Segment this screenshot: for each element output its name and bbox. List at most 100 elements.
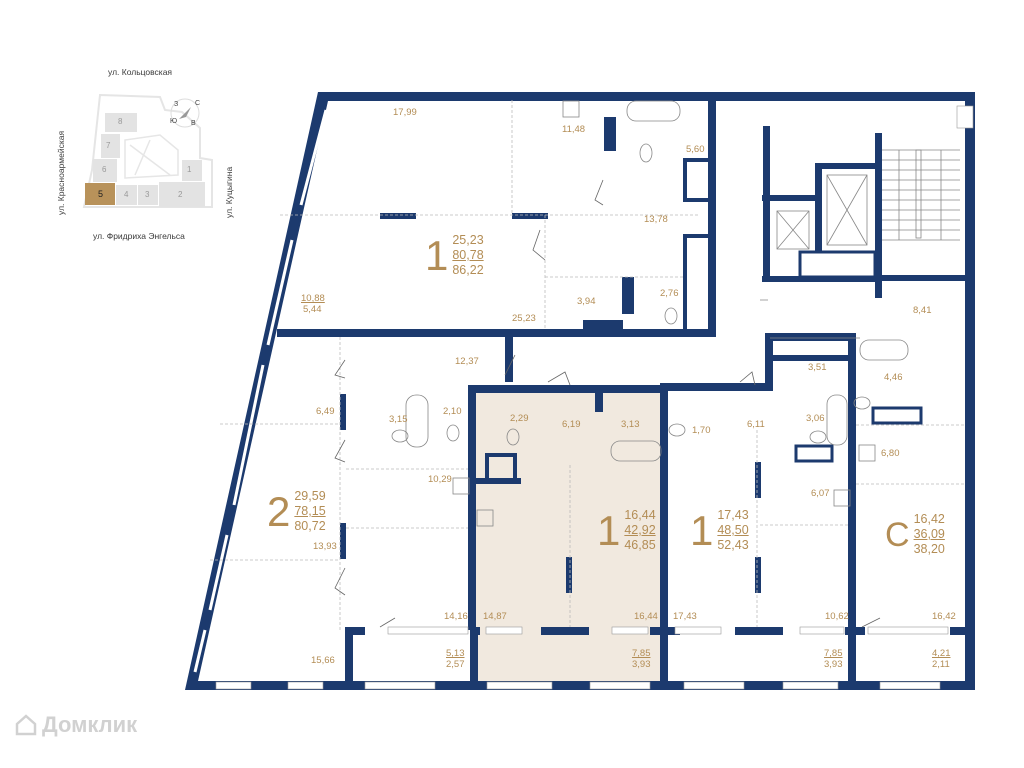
compass-s: Ю <box>170 118 178 125</box>
room-area: 2,76 <box>660 288 679 299</box>
room-area: 6,11 <box>747 419 765 430</box>
total-with-balcony: 52,43 <box>717 538 749 552</box>
room-area: 6,80 <box>881 448 900 459</box>
total-area: 42,92 <box>624 523 656 537</box>
apartment-type: С <box>885 515 910 554</box>
building-2-label: 2 <box>178 190 183 199</box>
site-building-8 <box>105 113 137 132</box>
compass <box>170 98 200 128</box>
balcony-area: 7,85 <box>632 648 651 659</box>
room-boundaries <box>210 100 965 630</box>
living-area: 16,44 <box>624 508 656 522</box>
room-area: 5,60 <box>686 144 705 155</box>
site-building-7 <box>101 134 120 158</box>
site-building-3 <box>138 185 158 205</box>
balcony-area: 5,13 <box>446 648 465 659</box>
compass-w: З <box>174 101 179 108</box>
apartment-type: 2 <box>267 487 291 535</box>
watermark-text: Домклик <box>42 712 138 737</box>
stove-icon <box>858 444 876 462</box>
site-building-6 <box>93 159 117 182</box>
toilet-icon <box>853 396 871 410</box>
site-building-4 <box>116 185 137 205</box>
room-area: 17,99 <box>393 107 417 118</box>
toilet-icon <box>664 307 678 325</box>
bathtub-icon <box>405 394 429 448</box>
bathtub-icon <box>859 339 909 361</box>
toilet-icon <box>668 423 686 437</box>
site-building-2 <box>159 182 205 207</box>
site-building-1 <box>182 160 202 181</box>
room-area: 11,48 <box>562 124 586 135</box>
fixtures <box>391 100 960 527</box>
balcony-area: 7,85 <box>824 648 843 659</box>
building-4-label: 4 <box>124 190 129 199</box>
room-area: 2,29 <box>510 413 529 424</box>
bathtub-icon <box>626 100 681 122</box>
room-area: 6,07 <box>811 488 830 499</box>
room-area: 3,15 <box>389 414 408 425</box>
room-area: 13,93 <box>313 541 337 552</box>
balcony-reduced-area: 5,44 <box>303 304 322 315</box>
windows <box>215 105 974 690</box>
room-area: 15,66 <box>311 655 335 666</box>
balcony-area: 4,21 <box>932 648 951 659</box>
room-area: 8,41 <box>913 305 932 316</box>
total-with-balcony: 38,20 <box>913 542 945 556</box>
room-area: 16,42 <box>932 611 956 622</box>
balcony-reduced-area: 2,57 <box>446 659 465 670</box>
room-area: 2,10 <box>443 406 462 417</box>
room-area: 14,16 <box>444 611 468 622</box>
room-area: 12,37 <box>455 356 479 367</box>
total-with-balcony: 46,85 <box>624 538 656 552</box>
house-icon <box>15 714 37 736</box>
balcony-reduced-area: 3,93 <box>824 659 843 670</box>
balcony-reduced-area: 2,11 <box>932 659 950 670</box>
street-south: ул. Фридриха Энгельса <box>93 231 185 241</box>
total-area: 78,15 <box>294 504 326 518</box>
building-1-label: 1 <box>187 165 192 174</box>
room-area: 1,70 <box>692 425 711 436</box>
balcony-reduced-area: 3,93 <box>632 659 651 670</box>
slanted-windows <box>193 109 328 673</box>
compass-e: В <box>191 120 196 127</box>
elevator-large-icon <box>826 174 868 246</box>
total-with-balcony: 80,72 <box>294 519 326 533</box>
apartment-type: 1 <box>425 231 449 279</box>
sink-icon <box>639 143 653 163</box>
room-area: 3,13 <box>621 419 640 430</box>
room-area: 3,94 <box>577 296 596 307</box>
room-area: 13,78 <box>644 214 668 225</box>
room-area: 6,49 <box>316 406 335 417</box>
living-area: 29,59 <box>294 489 326 503</box>
building-5-label[interactable]: 5 <box>98 189 104 199</box>
watermark: Домклик <box>14 712 137 738</box>
total-area: 36,09 <box>913 527 945 541</box>
doors <box>334 179 881 628</box>
street-west: ул. Красноармейская <box>56 130 66 215</box>
building-6-label: 6 <box>102 165 107 174</box>
site-plan <box>82 93 213 208</box>
stove-icon <box>476 509 494 527</box>
apartment-type: 1 <box>690 506 714 554</box>
building-3-label: 3 <box>145 190 150 199</box>
living-area: 17,43 <box>717 508 749 522</box>
building-7-label: 7 <box>106 141 111 150</box>
living-area: 16,42 <box>913 512 945 526</box>
room-area: 16,44 <box>634 611 658 622</box>
toilet-icon <box>506 428 520 446</box>
total-area: 48,50 <box>717 523 749 537</box>
balcony-area: 10,88 <box>301 293 325 304</box>
compass-arrow-icon <box>179 107 191 119</box>
room-area: 25,23 <box>512 313 536 324</box>
apartment-type: 1 <box>597 506 621 554</box>
toilet-icon <box>446 424 460 442</box>
living-area: 25,23 <box>452 233 484 247</box>
room-area: 10,29 <box>428 474 452 485</box>
sink-icon <box>391 429 409 443</box>
